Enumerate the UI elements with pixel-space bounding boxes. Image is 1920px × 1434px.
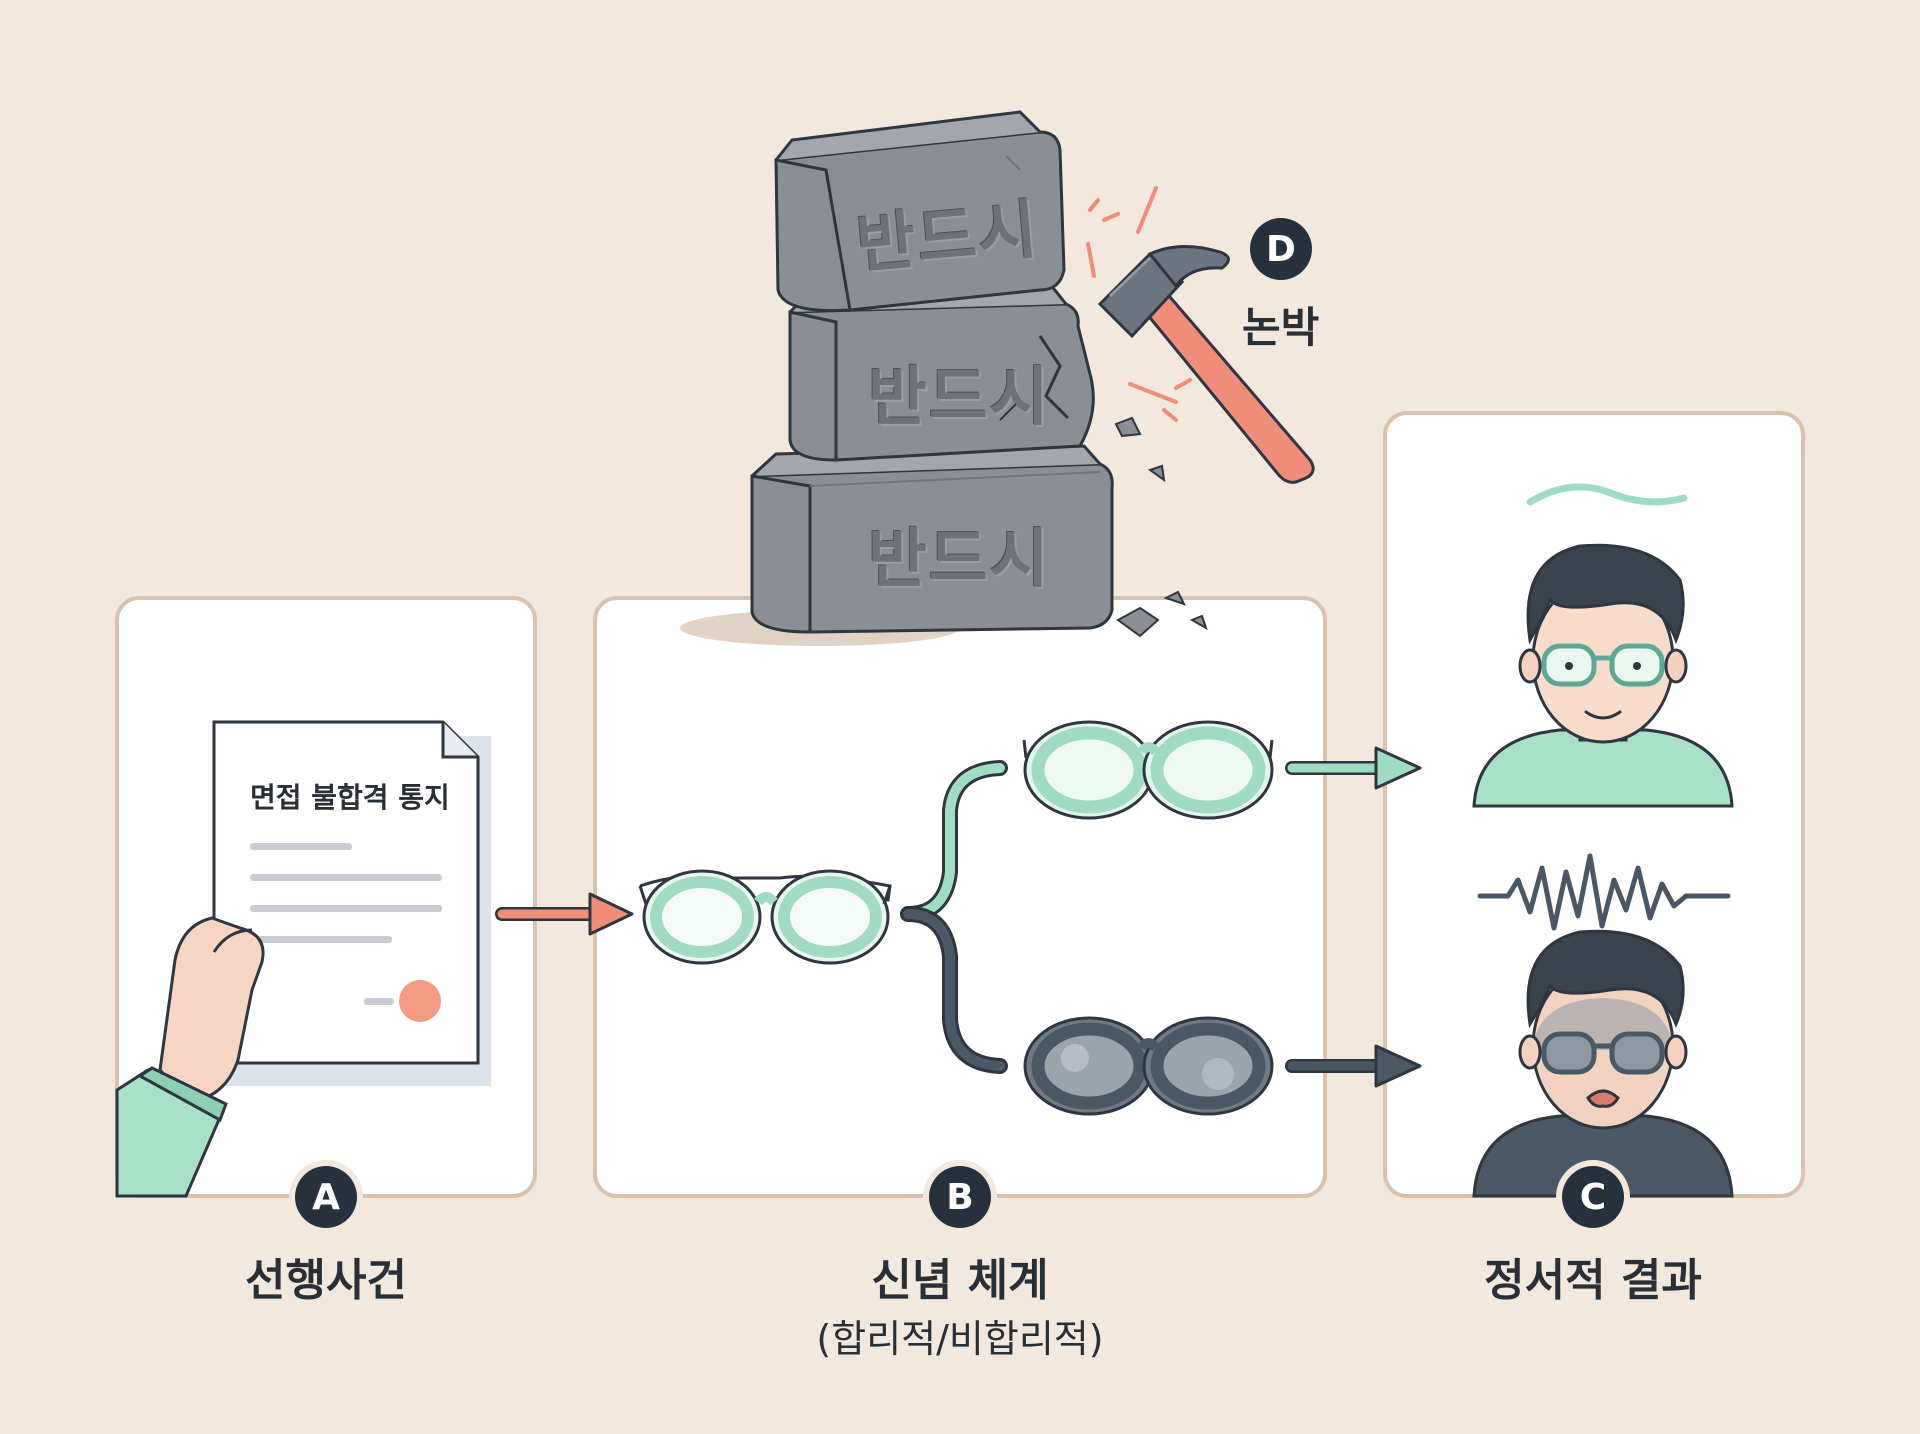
agitated-wave-icon [1477, 853, 1731, 931]
badge-c: C [1562, 1166, 1624, 1228]
branch-brace [900, 760, 1008, 1074]
calm-person-icon [1472, 543, 1734, 808]
document-title: 면접 불합격 통지 [250, 781, 450, 814]
stone-block-icon-top [774, 110, 1066, 313]
clear-glasses-icon-upper [1022, 720, 1274, 820]
dark-glasses-icon [1023, 1016, 1274, 1116]
stone-text-bottom: 반드시 [868, 523, 1051, 597]
stone-text-top: 반드시 [853, 193, 1043, 283]
arrow-a-to-b [495, 892, 634, 936]
caption-c: 정서적 결과 [1484, 1255, 1702, 1306]
clear-glasses-icon [638, 869, 892, 965]
caption-b: 신념 체계 [871, 1255, 1049, 1306]
badge-a: A [295, 1166, 357, 1228]
badge-d: D [1250, 218, 1312, 280]
distressed-person-icon [1472, 929, 1734, 1198]
stone-block-icon-bottom [750, 444, 1114, 634]
calm-wave-icon [1526, 483, 1688, 506]
stone-stack [680, 110, 1208, 646]
arrow-upper-to-c [1285, 746, 1422, 790]
caption-a: 선행사건 [245, 1255, 407, 1306]
impact-sparks-icon [1086, 186, 1192, 422]
hand-holding-document-icon [115, 720, 491, 1198]
arrow-lower-to-c [1285, 1044, 1422, 1088]
caption-d: 논박 [1242, 303, 1320, 352]
hammer-icon [1097, 244, 1315, 484]
stone-text-middle: 반드시 [868, 361, 1051, 435]
badge-b: B [929, 1166, 991, 1228]
subcaption-b: (합리적/비합리적) [816, 1317, 1104, 1361]
